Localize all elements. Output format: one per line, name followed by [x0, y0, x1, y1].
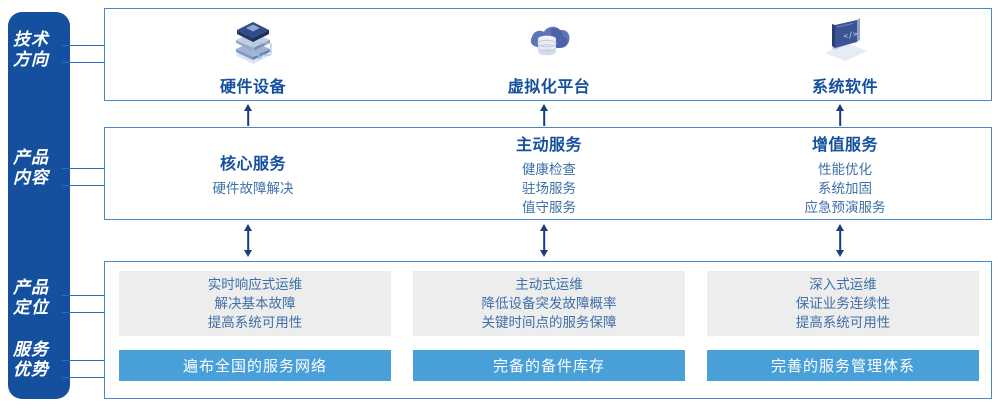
positioning-line: 主动式运维: [515, 277, 583, 292]
rail-label-line: 产品: [13, 278, 49, 297]
product-card-item: 健康检查: [522, 161, 576, 177]
product-card-value-added-service[interactable]: 增值服务 性能优化 系统加固 应急预演服务: [697, 128, 993, 219]
arrow-updown-proactive-service: [528, 224, 560, 257]
positioning-line: 解决基本故障: [214, 296, 296, 311]
rail-label-line: 技术: [13, 30, 49, 49]
advantage-bar-spare-parts[interactable]: 完备的备件库存: [413, 350, 685, 381]
product-card-item: 系统加固: [818, 180, 872, 196]
positioning-line: 深入式运维: [809, 277, 877, 292]
server-stack-icon: [225, 13, 281, 69]
product-card-item: 性能优化: [818, 161, 872, 177]
rail-label-product-content: 产品 内容: [0, 148, 62, 188]
product-card-proactive-service[interactable]: 主动服务 健康检查 驻场服务 值守服务: [401, 128, 697, 219]
tech-card-title: 系统软件: [811, 78, 878, 96]
tech-card-title: 硬件设备: [219, 78, 286, 96]
rail-label-line: 服务: [13, 340, 49, 359]
connector-line: [62, 377, 106, 378]
positioning-line: 实时响应式运维: [207, 277, 303, 292]
connector-line: [62, 295, 106, 296]
product-content-panel: 核心服务 硬件故障解决 主动服务 健康检查 驻场服务 值守服务 增值服务 性能优…: [104, 127, 992, 220]
positioning-line: 降低设备突发故障概率: [481, 296, 617, 311]
laptop-code-icon: </>: [817, 13, 873, 69]
connector-line: [62, 45, 106, 46]
rail-label-line: 方向: [13, 50, 49, 69]
rail-label-tech-direction: 技术 方向: [0, 30, 62, 70]
tech-card-title: 虚拟化平台: [507, 78, 591, 96]
advantage-bar-label: 遍布全国的服务网络: [182, 358, 327, 375]
tech-card-virtualization[interactable]: 虚拟化平台: [401, 9, 697, 100]
tech-card-hardware[interactable]: 硬件设备: [105, 9, 401, 100]
positioning-box-proactive[interactable]: 主动式运维 降低设备突发故障概率 关键时间点的服务保障: [413, 271, 685, 336]
connector-line: [62, 62, 106, 63]
rail-label-product-positioning: 产品 定位: [0, 278, 62, 318]
cloud-database-icon: [521, 13, 577, 69]
rail-label-line: 内容: [13, 168, 49, 187]
positioning-line: 提高系统可用性: [207, 315, 303, 330]
positioning-box-realtime[interactable]: 实时响应式运维 解决基本故障 提高系统可用性: [119, 271, 391, 336]
advantage-bar-label: 完备的备件库存: [492, 358, 605, 375]
product-card-title: 主动服务: [515, 136, 582, 154]
rail-label-line: 定位: [13, 298, 49, 317]
connector-line: [62, 312, 106, 313]
positioning-line: 提高系统可用性: [795, 315, 891, 330]
advantage-bar-label: 完善的服务管理体系: [770, 358, 915, 375]
product-card-item: 硬件故障解决: [212, 180, 294, 196]
advantage-bar-service-network[interactable]: 遍布全国的服务网络: [119, 350, 391, 381]
rail-label-line: 优势: [13, 360, 49, 379]
positioning-line: 关键时间点的服务保障: [481, 315, 617, 330]
arrow-updown-core-service: [232, 224, 264, 257]
product-card-title: 核心服务: [219, 155, 286, 173]
tech-direction-panel: 硬件设备 虚拟化平台: [104, 8, 992, 101]
connector-line: [62, 168, 106, 169]
arrow-up-hardware: [232, 104, 264, 126]
product-card-core-service[interactable]: 核心服务 硬件故障解决: [105, 128, 401, 219]
advantage-bar-management-system[interactable]: 完善的服务管理体系: [707, 350, 979, 381]
product-card-title: 增值服务: [811, 136, 878, 154]
positioning-box-indepth[interactable]: 深入式运维 保证业务连续性 提高系统可用性: [707, 271, 979, 336]
arrow-up-system-software: [824, 104, 856, 126]
arrow-updown-value-added-service: [824, 224, 856, 257]
connector-line: [62, 185, 106, 186]
product-card-item: 驻场服务: [522, 180, 576, 196]
arrow-up-virtualization: [528, 104, 560, 126]
rail-label-service-advantage: 服务 优势: [0, 340, 62, 380]
product-card-item: 应急预演服务: [804, 199, 886, 215]
positioning-line: 保证业务连续性: [795, 296, 891, 311]
rail-label-line: 产品: [13, 148, 49, 167]
product-card-item: 值守服务: [522, 199, 576, 215]
category-rail: [8, 12, 70, 399]
tech-card-system-software[interactable]: </> 系统软件: [697, 9, 993, 100]
positioning-advantage-panel: 实时响应式运维 解决基本故障 提高系统可用性 主动式运维 降低设备突发故障概率 …: [104, 261, 992, 399]
svg-text:</>: </>: [843, 29, 859, 41]
connector-line: [62, 360, 106, 361]
